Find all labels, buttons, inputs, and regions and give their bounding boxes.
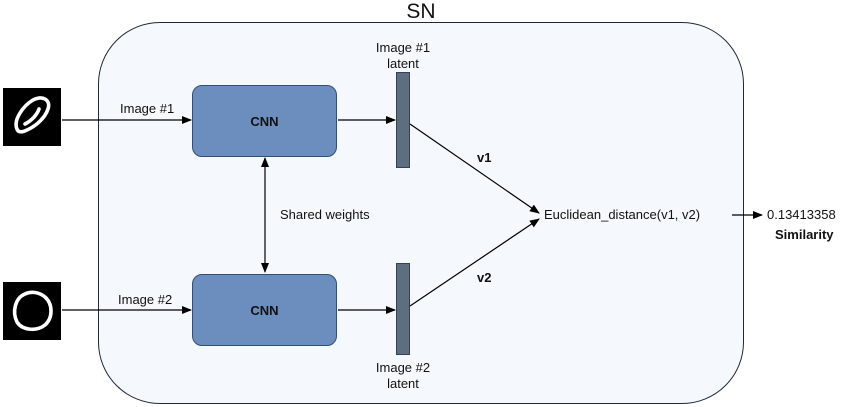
- digit-zero-round-icon: [12, 290, 53, 332]
- latent-label-top: Image #1 latent: [376, 40, 430, 72]
- latent-bar-bottom: [396, 263, 410, 355]
- latent-label-bottom: Image #2 latent: [376, 360, 430, 392]
- input-label-2: Image #2: [118, 292, 173, 307]
- latent-bar-top: [396, 72, 410, 168]
- similarity-label: Similarity: [775, 227, 834, 242]
- network-title: SN: [406, 0, 436, 23]
- input-image-1: [3, 88, 61, 146]
- latent-label-top-line2: latent: [387, 56, 419, 71]
- cnn-label-bottom: CNN: [250, 302, 279, 318]
- latent-label-bottom-line1: Image #2: [375, 360, 431, 375]
- similarity-value: 0.13413358: [767, 207, 836, 222]
- vector-label-v1: v1: [477, 150, 492, 165]
- shared-weights-label: Shared weights: [280, 207, 370, 222]
- input-image-2: [3, 282, 61, 340]
- digit-zero-slanted-icon: [14, 96, 51, 134]
- arrow-v1-to-distance: [409, 123, 540, 214]
- latent-label-bottom-line2: latent: [387, 376, 419, 391]
- latent-label-top-line1: Image #1: [375, 40, 431, 55]
- arrow-v2-to-distance: [409, 218, 540, 307]
- input-label-1: Image #1: [120, 101, 175, 116]
- vector-label-v2: v2: [477, 270, 492, 285]
- cnn-label-top: CNN: [250, 113, 279, 129]
- cnn-block-bottom: CNN: [192, 274, 337, 346]
- distance-function-label: Euclidean_distance(v1, v2): [544, 207, 701, 222]
- cnn-block-top: CNN: [192, 85, 337, 157]
